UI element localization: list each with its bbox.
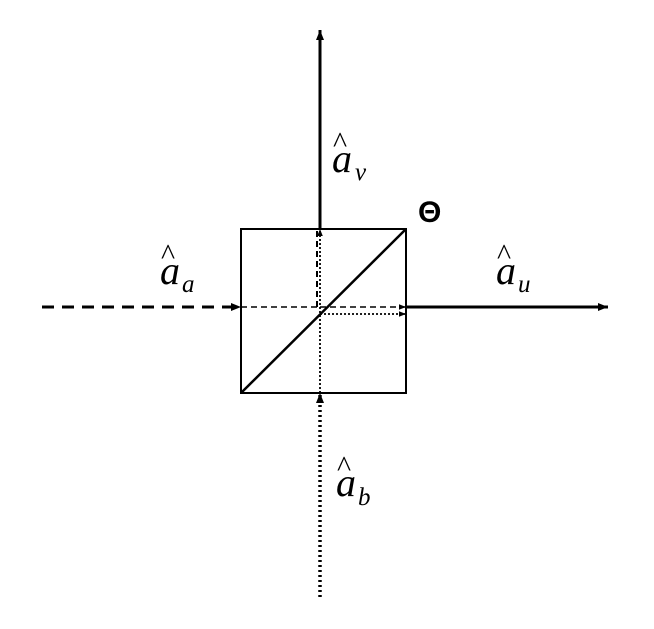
- subscript-output-v: v: [355, 159, 367, 186]
- symbol-output-v: a: [332, 136, 352, 181]
- label-input-a: ^ a a: [160, 238, 195, 298]
- subscript-input-a: a: [182, 271, 195, 298]
- splitter-diagonal: [240, 228, 407, 394]
- label-input-b: ^ a b: [336, 450, 371, 511]
- hat-output-v: ^: [333, 126, 347, 159]
- hat-input-a: ^: [161, 238, 175, 271]
- label-output-u: ^ a u: [496, 238, 531, 298]
- hat-output-u: ^: [497, 238, 511, 271]
- subscript-output-u: u: [518, 271, 531, 298]
- theta-label: Θ: [418, 196, 441, 229]
- subscript-input-b: b: [358, 484, 371, 511]
- hat-input-b: ^: [337, 450, 351, 483]
- label-output-v: ^ a v: [332, 126, 367, 186]
- symbol-input-b: a: [336, 460, 356, 505]
- symbol-output-u: a: [496, 248, 516, 293]
- symbol-input-a: a: [160, 248, 180, 293]
